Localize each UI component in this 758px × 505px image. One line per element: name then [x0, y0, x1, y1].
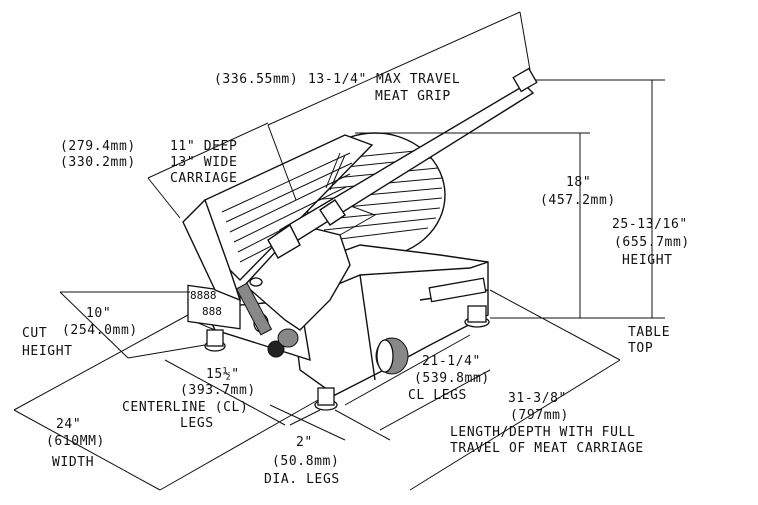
length-depth-mm: (797mm) [510, 408, 569, 423]
centerline-inch: 15½" [206, 367, 240, 382]
dia-legs-inch: 2" [296, 435, 313, 450]
table-top-line2: TOP [628, 341, 653, 356]
max-travel-line2: MEAT GRIP [375, 89, 451, 104]
length-depth-line1: LENGTH/DEPTH WITH FULL [450, 425, 635, 440]
cl-legs-label: CL LEGS [408, 388, 467, 403]
meat-carriage [182, 134, 377, 336]
dimension-lines [13, 11, 665, 491]
table-top-line1: TABLE [628, 325, 670, 340]
carriage-label: CARRIAGE [170, 171, 237, 186]
dia-legs-label: DIA. LEGS [264, 472, 340, 487]
carriage-deep: 11" DEEP [170, 139, 237, 154]
centerline-line1: CENTERLINE (CL) [122, 400, 248, 415]
svg-text:888: 888 [202, 305, 222, 318]
height-total-label: HEIGHT [622, 253, 673, 268]
height-total-inch: 25-13/16" [612, 217, 688, 232]
carriage-wide: 13" WIDE [170, 155, 237, 170]
height-total-mm: (655.7mm) [614, 235, 690, 250]
cut-height-line1: CUT [22, 326, 47, 341]
digital-display: 8888 888 [187, 284, 241, 330]
width-label: WIDTH [52, 455, 94, 470]
height-18-mm: (457.2mm) [540, 193, 616, 208]
cl-legs-inch: 21-1/4" [422, 354, 481, 369]
max-travel-inch: 13-1/4" [308, 72, 367, 87]
carriage-deep-mm: (279.4mm) [60, 139, 136, 154]
height-18-inch: 18" [566, 175, 591, 190]
cl-legs-mm: (539.8mm) [414, 371, 490, 386]
svg-text:8888: 8888 [190, 289, 217, 302]
max-travel-mm: (336.55mm) [214, 72, 298, 87]
width-mm: (610MM) [46, 434, 105, 449]
centerline-mm: (393.7mm) [180, 383, 256, 398]
slicer-illustration: 8888 888 [182, 67, 538, 411]
carriage-wide-mm: (330.2mm) [60, 155, 136, 170]
centerline-line2: LEGS [180, 416, 214, 431]
width-inch: 24" [56, 417, 81, 432]
slicer-legs [204, 305, 490, 411]
dimension-labels: (336.55mm) 13-1/4" MAX TRAVEL MEAT GRIP … [22, 72, 690, 487]
length-depth-inch: 31-3/8" [508, 391, 567, 406]
max-travel-line1: MAX TRAVEL [376, 72, 460, 87]
length-depth-line2: TRAVEL OF MEAT CARRIAGE [450, 441, 644, 456]
dia-legs-mm: (50.8mm) [272, 454, 339, 469]
cut-height-line2: HEIGHT [22, 344, 73, 359]
cut-height-mm: (254.0mm) [62, 323, 138, 338]
cut-height-inch: 10" [86, 306, 111, 321]
